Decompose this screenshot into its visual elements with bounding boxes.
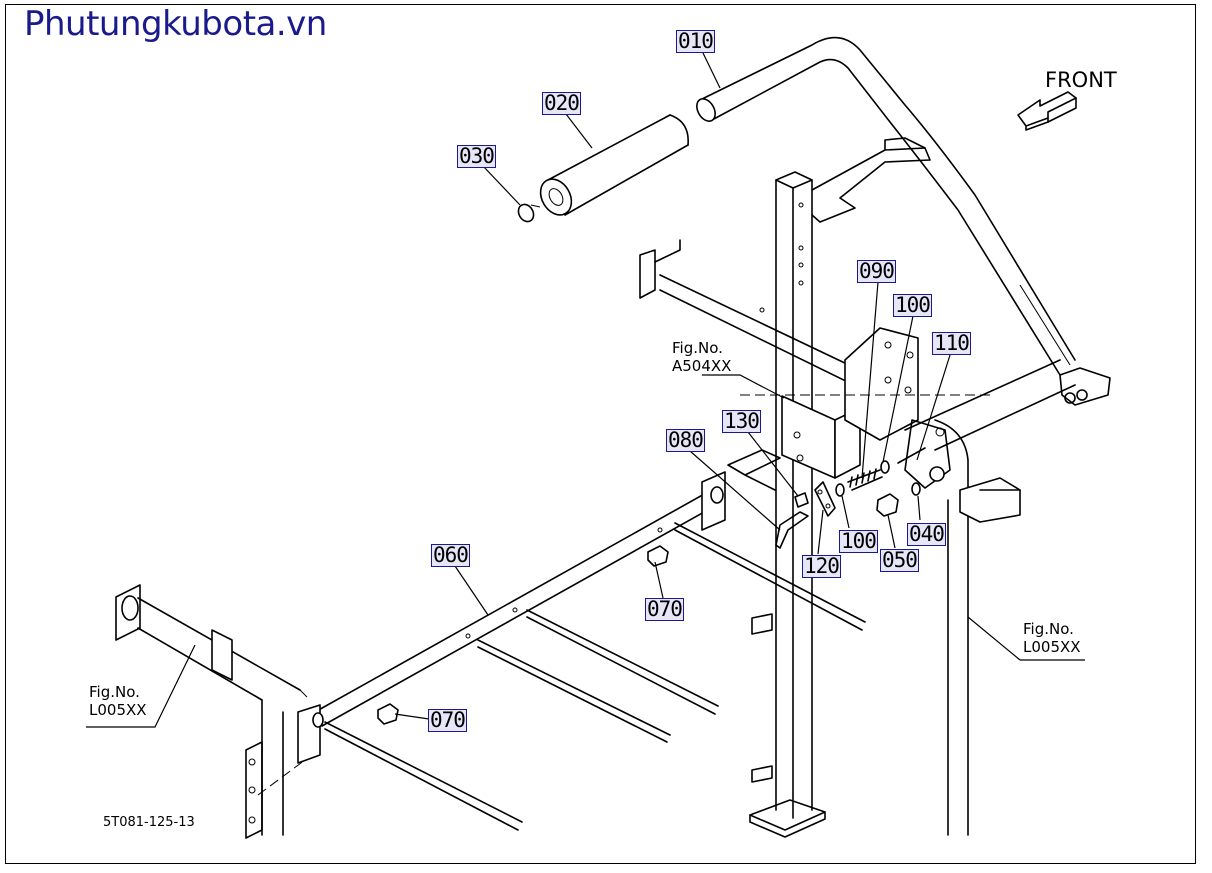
callout-010: 010 — [676, 29, 715, 53]
figure-ref-code: A504XX — [672, 357, 732, 375]
callout-070-lower: 070 — [428, 708, 467, 732]
callout-110: 110 — [932, 331, 971, 355]
callout-040: 040 — [907, 522, 946, 546]
pipe-010 — [696, 36, 1111, 406]
figure-ref-label: Fig.No. — [672, 339, 723, 357]
cross-pipe-upper — [639, 239, 871, 389]
pin-080 — [775, 511, 809, 549]
pin-110 — [897, 447, 926, 464]
top-bracket — [811, 137, 931, 223]
bolt-070-upper — [647, 545, 669, 567]
callout-070-upper: 070 — [645, 597, 684, 621]
callout-060: 060 — [431, 543, 470, 567]
callout-090: 090 — [857, 259, 896, 283]
cap-030 — [517, 203, 541, 223]
callout-030: 030 — [457, 144, 496, 168]
figure-ref-code: L005XX — [89, 701, 147, 719]
callout-130: 130 — [722, 409, 761, 433]
drawing-frame — [5, 4, 1196, 864]
figure-ref-l005xx-right: Fig.No. L005XX — [1023, 620, 1081, 656]
figure-ref-code: L005XX — [1023, 638, 1081, 656]
figure-ref-l005xx-left: Fig.No. L005XX — [89, 683, 147, 719]
frame-060 — [297, 471, 866, 831]
roller-020 — [539, 114, 689, 216]
bolt-130 — [794, 492, 809, 508]
brand-watermark: Phutungkubota.vn — [24, 4, 327, 44]
figure-ref-a504xx: Fig.No. A504XX — [672, 339, 731, 375]
bolt-050 — [876, 493, 899, 517]
callout-080: 080 — [666, 428, 705, 452]
front-label: FRONT — [1045, 68, 1117, 92]
front-arrow-icon — [1017, 91, 1077, 131]
washers — [835, 460, 921, 497]
figure-ref-label: Fig.No. — [1023, 620, 1074, 638]
left-frame — [115, 584, 311, 839]
leader-lines — [86, 52, 1085, 728]
right-frame — [904, 359, 1076, 836]
plate-120 — [814, 481, 836, 517]
side-bracket — [727, 449, 781, 491]
mount-block — [740, 327, 990, 479]
callout-120: 120 — [802, 554, 841, 578]
callout-050: 050 — [880, 548, 919, 572]
spring-090 — [847, 468, 883, 491]
callout-100-upper: 100 — [893, 293, 932, 317]
callout-100-lower: 100 — [839, 529, 878, 553]
figure-ref-label: Fig.No. — [89, 683, 140, 701]
callout-020: 020 — [542, 91, 581, 115]
center-post — [749, 171, 826, 838]
bolt-070-lower — [377, 703, 399, 725]
drawing-number: 5T081-125-13 — [103, 815, 195, 830]
